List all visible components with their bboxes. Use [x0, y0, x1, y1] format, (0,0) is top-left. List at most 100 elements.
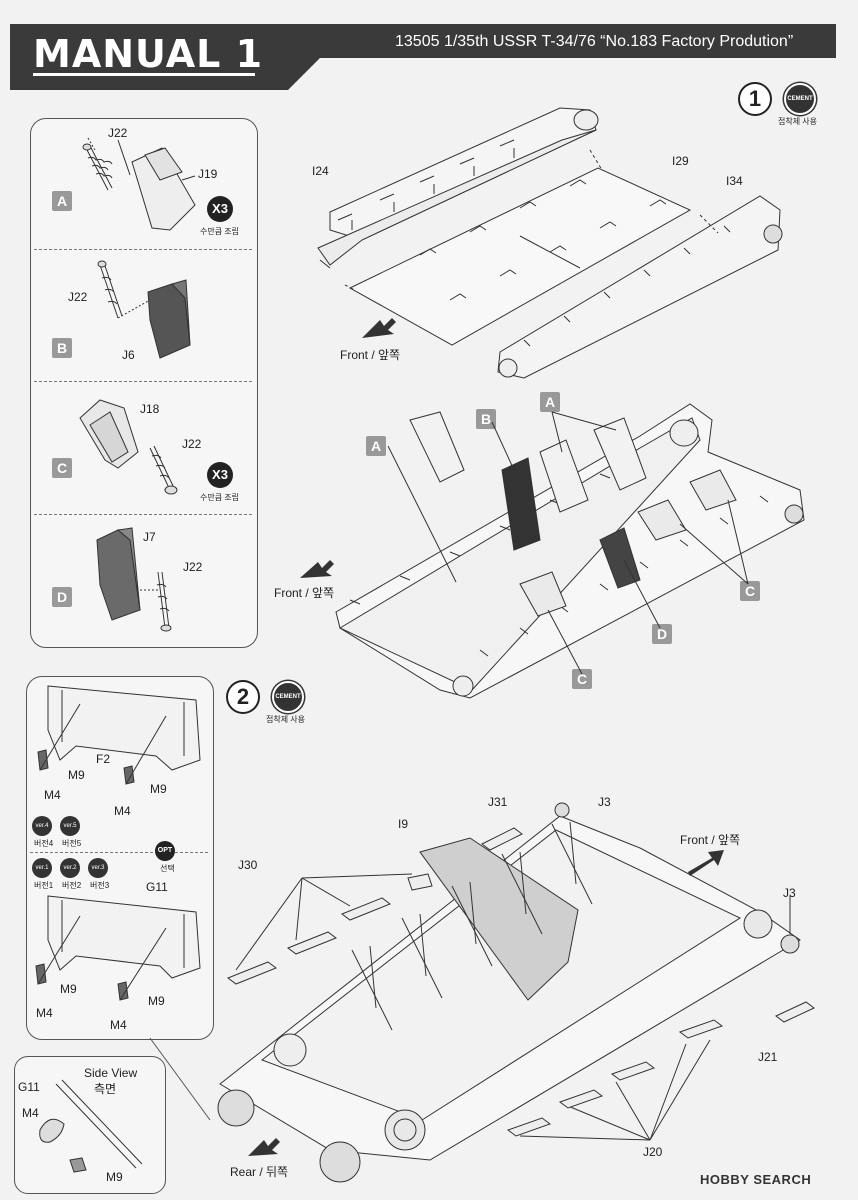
arm-j30-3 [340, 897, 392, 921]
version-caption-3: 버전3 [90, 881, 110, 890]
arm-j30-1 [226, 961, 278, 985]
spring-j22-a [82, 143, 113, 191]
divider-cd [34, 514, 252, 515]
version-caption-5: 버전5 [62, 839, 82, 848]
side-view-panel [14, 1056, 166, 1194]
bracket-c-1 [519, 571, 567, 617]
part-label-i29: I29 [672, 154, 689, 168]
arm-j20-4 [678, 1019, 724, 1039]
cement-caption-step1: 접착제 사용 [778, 117, 818, 126]
part-m4-1 [37, 749, 49, 771]
title-underline [33, 73, 255, 76]
part-g11 [47, 895, 201, 979]
part-label-m4-1: M4 [44, 788, 61, 802]
spring-j22-d [156, 571, 172, 632]
spring-j22-c [149, 445, 178, 495]
arm-j21 [775, 1001, 815, 1023]
arm-j30-4 [407, 873, 433, 891]
part-label-m9-3: M9 [60, 982, 77, 996]
cement-icon-step2: CEMENT [272, 681, 304, 713]
front-arrow-step2 [688, 850, 724, 876]
part-label-i24: I24 [312, 164, 329, 178]
front-label-step1b: Front / 앞쪽 [274, 586, 335, 600]
side-view-title: Side View [84, 1066, 138, 1080]
part-f2 [47, 685, 201, 771]
watermark: HOBBY SEARCH [700, 1172, 812, 1187]
part-label-j22-b: J22 [68, 290, 88, 304]
part-m4-2 [123, 765, 135, 785]
callout-b: B [476, 409, 496, 429]
part-label-j22-d: J22 [183, 560, 203, 574]
arm-j30-2 [286, 931, 338, 955]
firewall-i9 [419, 837, 579, 1001]
idler-cap-j3-1 [554, 802, 570, 818]
part-m4-4 [117, 981, 129, 1001]
bracket-a-2 [539, 439, 589, 513]
spring-j22-b [97, 260, 123, 319]
version-badge-3: ver.3 [88, 858, 108, 878]
side-view-m4: M4 [22, 1106, 39, 1120]
hull-side-i34 [497, 195, 781, 379]
rear-arrow [248, 1138, 280, 1156]
part-label-j18: J18 [140, 402, 160, 416]
arm-j20-3 [610, 1061, 656, 1081]
front-label-step2: Front / 앞쪽 [680, 833, 741, 847]
part-label-j22-a: J22 [108, 126, 128, 140]
cement-caption-step2: 접착제 사용 [266, 715, 306, 724]
part-label-j7: J7 [143, 530, 156, 544]
option-badge: OPT [155, 841, 175, 861]
divider-ab [34, 249, 252, 250]
x3-badge-a: X3 [207, 196, 233, 222]
side-view-title-kr: 측면 [94, 1082, 117, 1096]
arm-j20-2 [558, 1089, 604, 1109]
side-view-m4-shape [39, 1118, 65, 1143]
side-view-m9: M9 [106, 1170, 123, 1184]
part-label-j3-2: J3 [783, 886, 796, 900]
part-label-m9-4: M9 [148, 994, 165, 1008]
part-label-m4-4: M4 [110, 1018, 127, 1032]
label-a: A [52, 191, 72, 211]
floor-plate-i29 [348, 167, 692, 346]
callout-a-1: A [366, 436, 386, 456]
callout-c-1: C [740, 581, 760, 601]
x3-badge-c: X3 [207, 462, 233, 488]
kit-title: 13505 1/35th USSR T-34/76 “No.183 Factor… [395, 33, 794, 50]
idler-cap-j3-2 [780, 934, 800, 954]
callout-c-2: C [572, 669, 592, 689]
bracket-c-2 [637, 499, 687, 541]
divider-versions [30, 852, 208, 853]
front-label-step1a: Front / 앞쪽 [340, 348, 401, 362]
part-label-m4-2: M4 [114, 804, 131, 818]
part-label-j21: J21 [758, 1050, 778, 1064]
version-badge-1: ver.1 [32, 858, 52, 878]
arm-j31 [481, 827, 523, 851]
part-label-m9-1: M9 [68, 768, 85, 782]
version-badge-5: ver.5 [60, 816, 80, 836]
part-label-i9: I9 [398, 817, 409, 831]
version-caption-1: 버전1 [34, 881, 54, 890]
front-arrow-1a [362, 318, 396, 338]
part-label-j3-1: J3 [598, 795, 611, 809]
version-caption-2: 버전2 [62, 881, 82, 890]
front-arrow-1b [300, 560, 334, 578]
option-caption: 선택 [160, 864, 175, 873]
part-label-i34: I34 [726, 174, 743, 188]
x3-caption-a: 수만큼 조립 [200, 227, 240, 236]
x3-caption-c: 수만큼 조립 [200, 493, 240, 502]
version-caption-4: 버전4 [34, 839, 54, 848]
arm-j20-1 [506, 1117, 552, 1137]
step-2-number: 2 [226, 680, 260, 714]
bracket-b-in-hull [501, 457, 541, 551]
label-c: C [52, 458, 72, 478]
part-label-j30: J30 [238, 858, 258, 872]
bracket-c-3 [689, 469, 737, 511]
part-label-j22-c: J22 [182, 437, 202, 451]
part-label-j6: J6 [122, 348, 135, 362]
side-view-m9-shape [69, 1157, 87, 1173]
bracket-d-in-hull [599, 527, 641, 589]
version-badge-4: ver.4 [32, 816, 52, 836]
